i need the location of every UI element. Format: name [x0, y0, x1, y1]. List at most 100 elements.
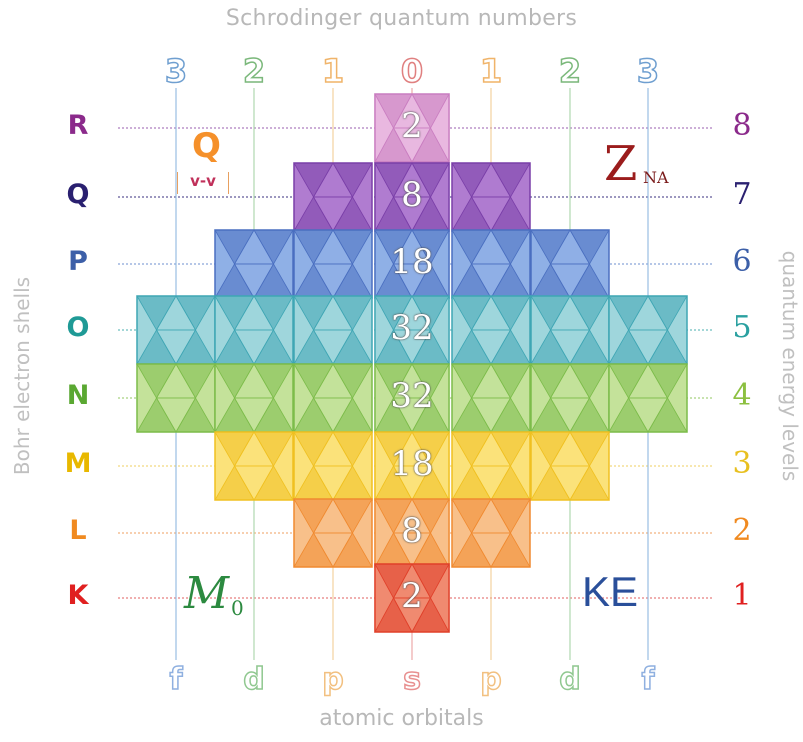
orbital-block [293, 498, 373, 568]
ke-symbol: KE [582, 568, 639, 615]
energy-level: 3 [732, 446, 752, 481]
orbital-block [374, 229, 450, 299]
orbital-block [136, 363, 216, 433]
orbital-facet [312, 196, 354, 232]
orbital-block [374, 295, 450, 365]
orbital-block [451, 295, 531, 365]
orbital-block [608, 295, 688, 365]
orbital-block [530, 363, 610, 433]
orbital-block [214, 363, 294, 433]
orbital-facet [549, 465, 591, 501]
orbital-block [293, 229, 373, 299]
orbital-facet [470, 263, 512, 299]
energy-level: 6 [732, 244, 752, 279]
title-top: Schrodinger quantum numbers [225, 6, 578, 31]
orbital-block [293, 363, 373, 433]
orbital-facet [312, 329, 354, 365]
orbital-block [451, 498, 531, 568]
orbital-facet [470, 397, 512, 433]
orbital-block [451, 162, 531, 232]
energy-level: 7 [732, 177, 752, 212]
quantum-number-label: 3 [636, 51, 660, 91]
orbital-block [451, 431, 531, 501]
shell-letter: N [66, 380, 90, 411]
electron-count: 18 [390, 242, 434, 282]
electron-count: 8 [401, 511, 423, 551]
orbital-block [451, 229, 531, 299]
shell-letter: R [67, 110, 89, 141]
orbital-block [374, 363, 450, 433]
orbital-facet [233, 263, 275, 299]
orbital-facet [470, 329, 512, 365]
electron-count: 32 [390, 308, 434, 348]
orbital-block [214, 229, 294, 299]
q-symbol: Q [192, 126, 221, 166]
orbital-facet [392, 263, 432, 299]
orbital-block [293, 295, 373, 365]
orbital-block [136, 295, 216, 365]
orbital-facet [549, 263, 591, 299]
z-symbol: Z [604, 136, 638, 192]
orbital-facet [392, 196, 432, 232]
orbital-facet [233, 465, 275, 501]
orbital-facet [233, 329, 275, 365]
energy-level: 1 [732, 578, 752, 613]
orbital-facet [312, 263, 354, 299]
shell-letter: Q [66, 179, 90, 210]
orbital-block [374, 498, 450, 568]
orbital-block [451, 363, 531, 433]
orbital-facet [392, 532, 432, 568]
shell-letter: P [68, 246, 88, 277]
orbital-facet [627, 397, 669, 433]
orbital-facet [627, 329, 669, 365]
orbital-label: d [243, 661, 266, 698]
orbital-label: p [322, 661, 345, 698]
orbital-facet [155, 397, 197, 433]
quantum-number-label: 2 [242, 51, 266, 91]
electron-count: 32 [390, 376, 434, 416]
quantum-number-label: 0 [400, 51, 424, 91]
orbital-facet [392, 127, 432, 163]
electron-count: 8 [401, 175, 423, 215]
orbital-block [214, 295, 294, 365]
electron-count: 18 [390, 444, 434, 484]
orbital-facet [470, 532, 512, 568]
orbital-facet [392, 597, 432, 633]
orbital-label: p [480, 661, 503, 698]
shell-letter: M [64, 448, 92, 479]
orbital-facet [392, 397, 432, 433]
orbital-block [530, 295, 610, 365]
electron-count: 2 [401, 106, 423, 146]
shell-letter: O [66, 312, 90, 343]
orbital-block [608, 363, 688, 433]
orbital-facet [470, 465, 512, 501]
electron-count: 2 [401, 576, 423, 616]
m-symbol: M [184, 568, 230, 619]
orbital-label: f [641, 661, 656, 698]
quantum-number-label: 2 [558, 51, 582, 91]
orbital-label: d [559, 661, 582, 698]
orbital-facet [470, 196, 512, 232]
energy-level: 5 [732, 310, 752, 345]
m-subscript: 0 [231, 596, 244, 620]
orbital-block [374, 93, 450, 163]
orbital-block [374, 162, 450, 232]
orbital-block [293, 431, 373, 501]
orbital-facet [233, 397, 275, 433]
orbital-label: s [402, 661, 421, 698]
shell-letter: K [67, 580, 89, 611]
orbital-block [214, 431, 294, 501]
shell-letter: L [69, 515, 87, 546]
orbital-block [293, 162, 373, 232]
title-bottom: atomic orbitals [319, 706, 484, 731]
orbital-facet [312, 465, 354, 501]
energy-level: 2 [732, 513, 752, 548]
orbital-facet [155, 329, 197, 365]
z-subscript: NA [643, 168, 669, 187]
orbital-block [530, 229, 610, 299]
energy-level: 4 [732, 378, 752, 413]
orbital-facet [549, 329, 591, 365]
orbital-block [374, 431, 450, 501]
